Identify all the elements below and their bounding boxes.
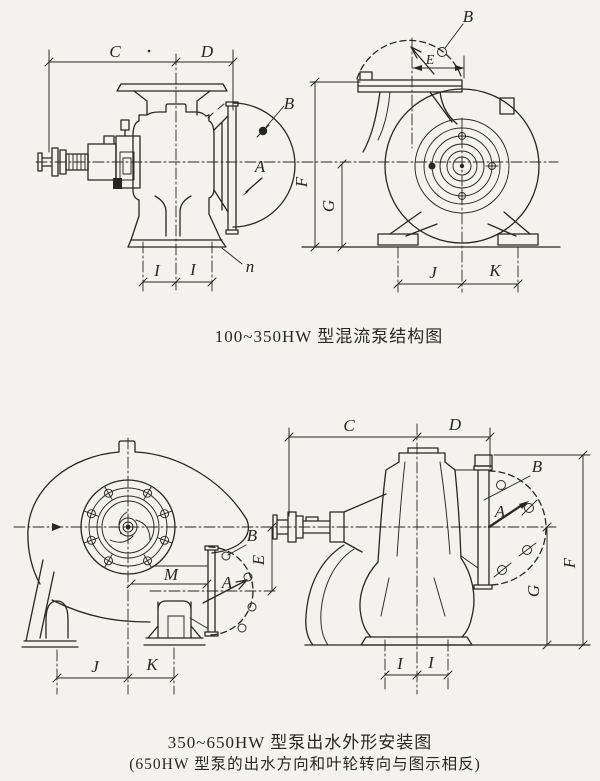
rotation-label-a: A: [221, 573, 233, 592]
fig1-centerlines: [35, 37, 559, 293]
dim-label-f: F: [560, 557, 579, 569]
bolt-label-b: B: [247, 526, 258, 545]
dim-label-i1: I: [153, 261, 161, 280]
dim-label-d: D: [448, 415, 462, 434]
dim-label-m: M: [163, 565, 179, 584]
bolt-label-b: B: [463, 7, 474, 26]
fig2-front-view: M B E A J K: [21, 440, 277, 695]
dim-label-g: G: [319, 200, 338, 212]
dim-label-c: C: [343, 416, 355, 435]
bolt-label-b: B: [284, 94, 295, 113]
dim-label-f: F: [292, 176, 311, 188]
dim-label-j: J: [429, 263, 438, 282]
dim-label-j: J: [91, 657, 100, 676]
fig1-side-view: C D B A I I: [37, 42, 296, 293]
bolt-label-b: B: [532, 457, 543, 476]
dim-label-i2: I: [427, 653, 435, 672]
fig2-side-view: C D F G B A: [272, 415, 591, 691]
dim-label-c: C: [109, 42, 121, 61]
rotation-label-a: A: [254, 157, 266, 176]
dim-label-e: E: [425, 53, 435, 68]
figure2-caption-line1: 350~650HW 型泵出水外形安装图: [167, 733, 433, 752]
figure2-caption-line2: (650HW 型泵的出水方向和叶轮转向与图示相反): [129, 756, 481, 773]
figure1-caption: 100~350HW 型混流泵结构图: [214, 327, 444, 346]
holes-label-n: n: [246, 257, 255, 276]
fig1-end-view: F G B E: [292, 7, 561, 293]
dim-label-g: G: [524, 585, 543, 597]
dim-label-i2: I: [189, 260, 197, 279]
dim-label-e: E: [249, 554, 268, 566]
dim-label-k: K: [488, 261, 502, 280]
dim-label-i1: I: [396, 654, 404, 673]
dim-label-d: D: [200, 42, 214, 61]
dim-label-k: K: [145, 655, 159, 674]
rotation-label-a: A: [494, 502, 506, 521]
